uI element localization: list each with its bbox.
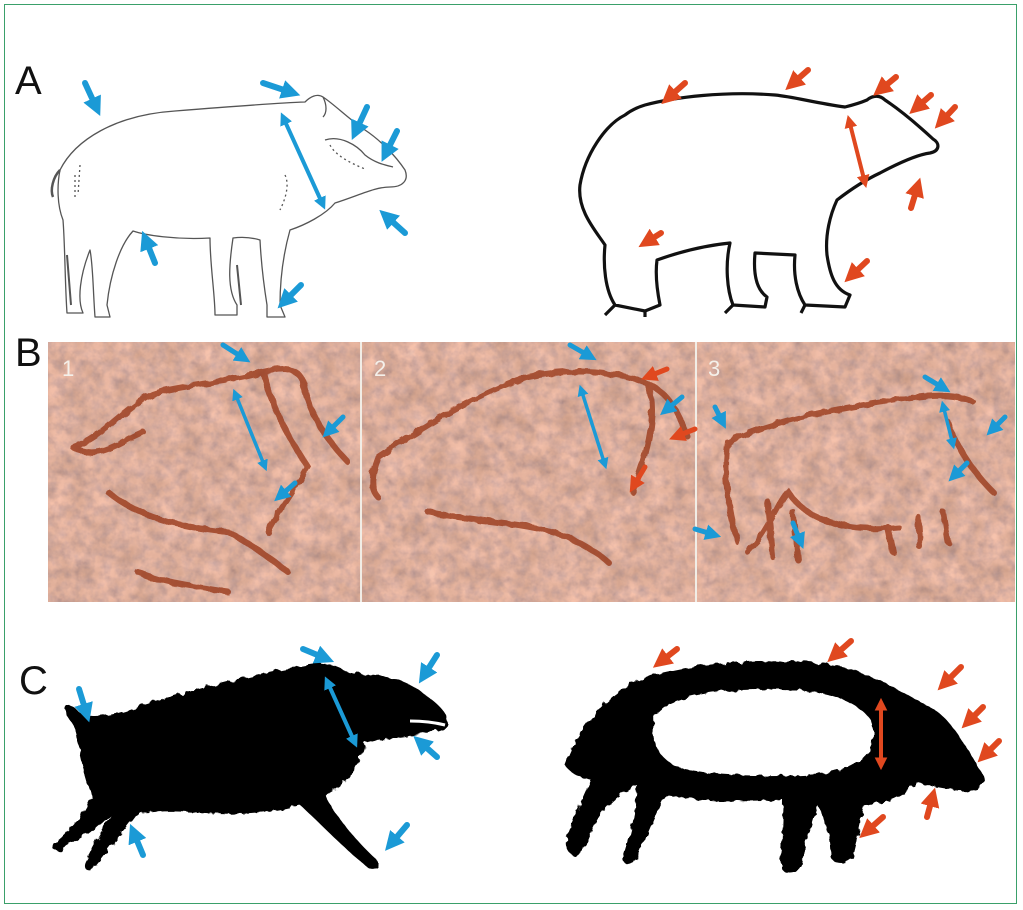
red-arrow-icon <box>647 369 667 377</box>
bear-arrows-a <box>645 70 955 277</box>
red-arrow-icon <box>879 77 896 91</box>
double-headed-arrow-icon <box>581 389 605 465</box>
boar-line-drawing <box>52 95 406 317</box>
double-headed-arrow-icon <box>943 405 953 445</box>
double-headed-arrow-icon <box>283 117 323 205</box>
red-arrow-icon <box>659 649 677 663</box>
figure-frame: A B C <box>4 4 1017 904</box>
blue-arrow-icon <box>665 397 682 411</box>
blue-arrow-icon <box>283 285 301 303</box>
red-arrow-icon <box>850 261 867 277</box>
red-arrow-icon <box>967 707 983 723</box>
blue-arrow-icon <box>385 215 405 233</box>
blue-arrow-icon <box>423 655 437 677</box>
blue-arrow-icon <box>79 689 87 715</box>
boar-arrows-a <box>85 83 405 303</box>
blue-arrow-icon <box>925 377 945 389</box>
blue-arrow-icon <box>390 825 407 845</box>
blue-arrow-icon <box>327 417 343 433</box>
red-arrow-icon <box>675 429 695 437</box>
bear-outline-drawing <box>580 94 938 317</box>
blue-arrow-icon <box>355 107 367 133</box>
figure-drawings <box>5 5 1018 905</box>
photo-arrows-blue <box>223 345 1005 543</box>
red-arrow-icon <box>943 667 961 685</box>
red-arrow-icon <box>791 70 808 85</box>
red-arrow-icon <box>940 107 955 123</box>
blue-arrow-icon <box>419 741 437 757</box>
blue-arrow-icon <box>133 831 143 855</box>
blue-arrow-icon <box>695 529 715 535</box>
red-arrow-icon <box>865 817 883 833</box>
bear-body-hollow <box>653 689 874 775</box>
blue-arrow-icon <box>85 83 97 109</box>
blue-arrow-icon <box>715 407 723 423</box>
red-arrow-icon <box>983 741 999 757</box>
red-arrow-icon <box>633 467 645 487</box>
blue-arrow-icon <box>570 345 591 357</box>
blue-arrow-icon <box>279 483 295 497</box>
blue-arrow-icon <box>145 238 155 263</box>
red-arrow-icon <box>911 185 918 208</box>
photo-arrows-red <box>633 369 695 487</box>
blue-arrow-icon <box>793 523 801 543</box>
boar-silhouette <box>52 663 447 870</box>
red-arrow-icon <box>645 233 661 243</box>
blue-arrow-icon <box>991 417 1005 431</box>
blue-arrow-icon <box>223 345 245 359</box>
blue-arrow-icon <box>953 463 967 477</box>
red-arrow-icon <box>915 95 931 109</box>
red-arrow-icon <box>833 641 851 657</box>
blue-arrow-icon <box>263 83 293 93</box>
double-headed-arrow-icon <box>235 393 265 467</box>
blue-arrow-icon <box>303 649 327 659</box>
red-arrow-icon <box>927 795 933 817</box>
double-headed-arrow-icon <box>849 120 865 183</box>
